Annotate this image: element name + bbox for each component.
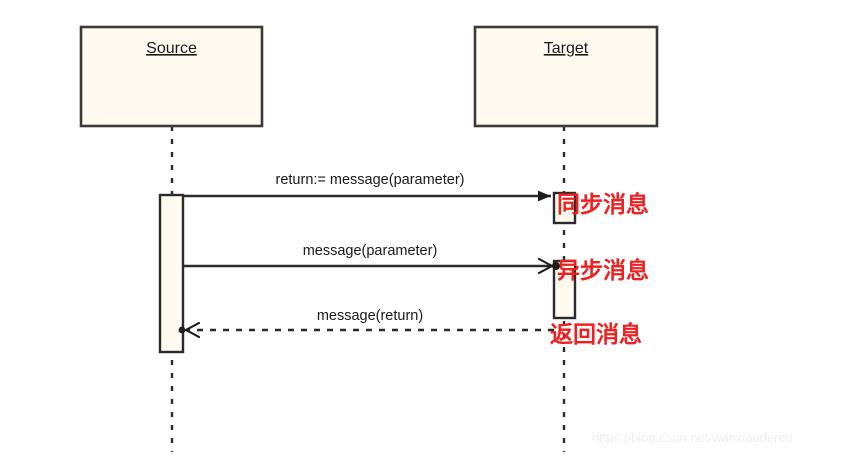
lifeline-target[interactable]: Target [473,25,659,452]
activation-bar-source[interactable] [158,193,185,354]
message-return-label: message(return) [317,308,423,324]
message-sync-label: return:= message(parameter) [276,172,465,188]
activation-bar-target-1[interactable] [552,191,577,225]
message-async-label: message(parameter) [303,243,438,259]
annotation-async-message: 异步消息 [557,257,649,284]
message-return-arrow-joint [178,326,186,334]
activation-bar-target-2[interactable] [552,259,577,320]
message-async[interactable]: message(parameter) [183,243,560,270]
message-return[interactable]: message(return) [178,308,554,334]
lifeline-target-header-box[interactable] [473,25,659,128]
lifeline-source-label: Source [146,40,197,57]
annotation-return-message: 返回消息 [550,321,642,348]
lifeline-source-header-box[interactable] [79,25,264,128]
message-async-arrow-joint [552,262,560,270]
annotation-sync-message: 同步消息 [557,191,649,218]
watermark: https://blog.csdn.net/wanxiaoderen [592,430,793,445]
lifeline-target-label: Target [544,40,589,57]
lifeline-source[interactable]: Source [79,25,264,452]
message-sync[interactable]: return:= message(parameter) [183,172,551,202]
